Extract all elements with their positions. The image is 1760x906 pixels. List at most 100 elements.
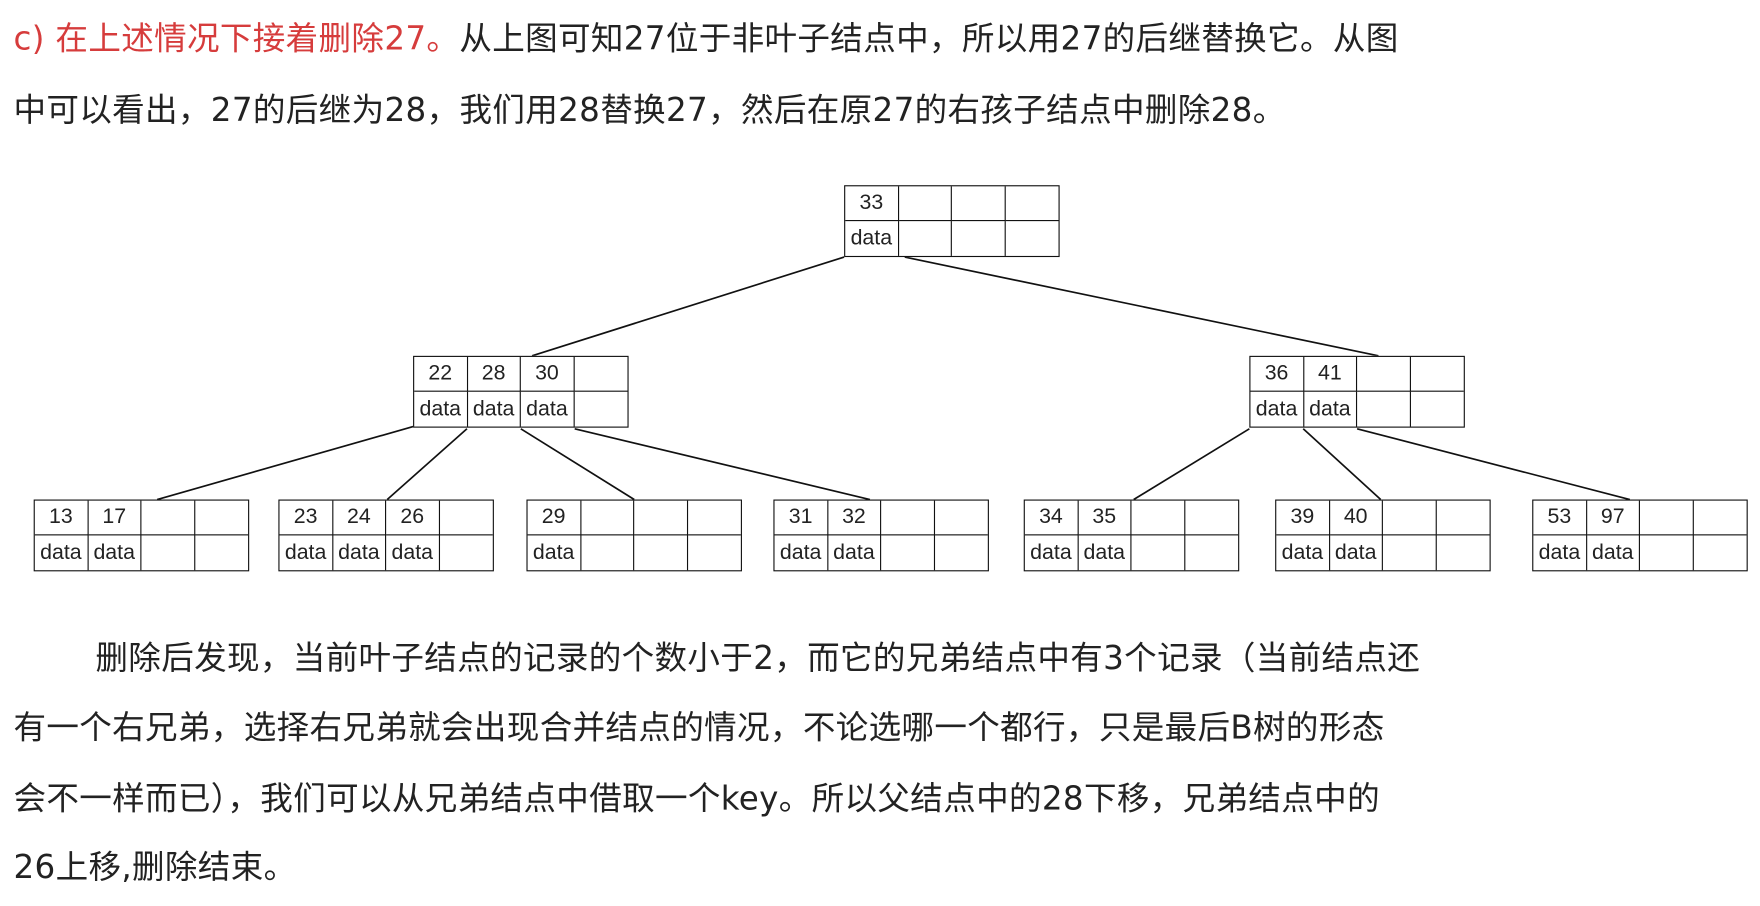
node-data: data [414, 391, 468, 427]
empty-data-slot [574, 392, 627, 427]
empty-key-slot [1436, 501, 1490, 536]
node-key: 24 [332, 500, 387, 536]
empty-data-slot [881, 535, 935, 571]
node-data: data [1078, 535, 1132, 571]
empty-data-slot [1410, 392, 1463, 427]
empty-data-slot [1005, 221, 1058, 256]
node-data: data [1587, 535, 1640, 571]
node-key: 22 [414, 356, 468, 392]
node-key: 41 [1303, 356, 1358, 392]
node-data: data [468, 391, 521, 427]
edge [1302, 428, 1382, 501]
node-key: 35 [1078, 500, 1132, 536]
node-data: data [828, 535, 882, 571]
empty-data-slot [1640, 535, 1694, 571]
node-data: data [775, 535, 828, 571]
empty-data-slot [1436, 535, 1489, 570]
node-data: data [333, 535, 387, 571]
node-data: data [1276, 535, 1330, 571]
node-data: data [521, 391, 575, 427]
intro-line-2: 中可以看出，27的后继为28，我们用28替换27，然后在原27的右孩子结点中删除… [13, 90, 1286, 130]
node-key: 30 [520, 356, 575, 392]
empty-data-slot [581, 535, 635, 571]
node-data: data [1304, 391, 1358, 427]
node-data: data [88, 535, 142, 571]
node-key: 33 [845, 186, 899, 222]
node-key: 17 [88, 500, 142, 536]
empty-data-slot [195, 535, 248, 570]
node-key: 36 [1250, 356, 1304, 392]
empty-key-slot [194, 501, 249, 536]
node-key: 97 [1586, 500, 1640, 536]
edge [520, 428, 635, 501]
empty-data-slot [899, 221, 952, 256]
empty-data-slot [1383, 535, 1437, 571]
edge [1356, 427, 1631, 501]
node-data: data [280, 535, 333, 571]
explanation-line: 26上移,删除结束。 [13, 847, 297, 886]
edge [531, 256, 845, 357]
edge [574, 427, 871, 501]
explanation-line: 会不一样而已），我们可以从兄弟结点中借取一个key。所以父结点中的28下移，兄弟… [13, 779, 1380, 818]
empty-key-slot [934, 501, 988, 536]
empty-key-slot [634, 500, 688, 536]
node-key: 13 [34, 500, 89, 536]
empty-key-slot [1382, 500, 1437, 536]
node-key: 23 [279, 500, 333, 536]
node-key: 40 [1329, 500, 1383, 536]
node-data: data [386, 535, 440, 571]
explanation-line: 删除后发现，当前叶子结点的记录的个数小于2，而它的兄弟结点中有3个记录（当前结点… [95, 638, 1421, 677]
intro-text: 从上图可知27位于非叶子结点中，所以用27的后继替换它。从图 [459, 19, 1399, 58]
empty-key-slot [951, 186, 1006, 222]
empty-data-slot [1131, 535, 1185, 571]
empty-key-slot [141, 500, 195, 536]
node-key: 28 [467, 356, 521, 392]
empty-key-slot [1639, 500, 1694, 536]
node-data: data [1250, 391, 1304, 427]
empty-key-slot [1693, 501, 1747, 536]
empty-key-slot [1184, 501, 1239, 536]
empty-data-slot [1357, 391, 1411, 427]
node-key: 53 [1533, 500, 1587, 536]
empty-key-slot [439, 501, 493, 536]
edge [156, 425, 414, 501]
node-data: data [1025, 535, 1079, 571]
empty-key-slot [1005, 186, 1059, 222]
empty-data-slot [141, 535, 195, 571]
node-key: 34 [1024, 500, 1079, 536]
edge [386, 428, 468, 501]
node-key: 26 [386, 500, 440, 536]
node-key: 32 [827, 500, 882, 536]
empty-key-slot [574, 357, 628, 392]
node-key: 31 [774, 500, 828, 536]
empty-key-slot [580, 500, 635, 536]
empty-key-slot [1131, 500, 1185, 536]
node-key: 39 [1276, 500, 1330, 536]
intro-line-1: c) 在上述情况下接着删除27。从上图可知27位于非叶子结点中，所以用27的后继… [13, 16, 1398, 61]
empty-data-slot [1693, 535, 1746, 570]
empty-data-slot [688, 535, 741, 570]
node-data: data [845, 221, 899, 256]
empty-key-slot [1357, 356, 1411, 392]
node-data: data [1330, 535, 1383, 571]
intro-highlight: c) 在上述情况下接着删除27。 [13, 19, 460, 58]
node-key: 29 [527, 500, 581, 536]
edge [904, 256, 1379, 357]
empty-data-slot [439, 535, 492, 570]
empty-data-slot [634, 535, 688, 571]
node-data: data [1533, 535, 1587, 571]
empty-data-slot [1185, 535, 1238, 570]
edge [1133, 428, 1250, 501]
node-data: data [528, 535, 581, 571]
